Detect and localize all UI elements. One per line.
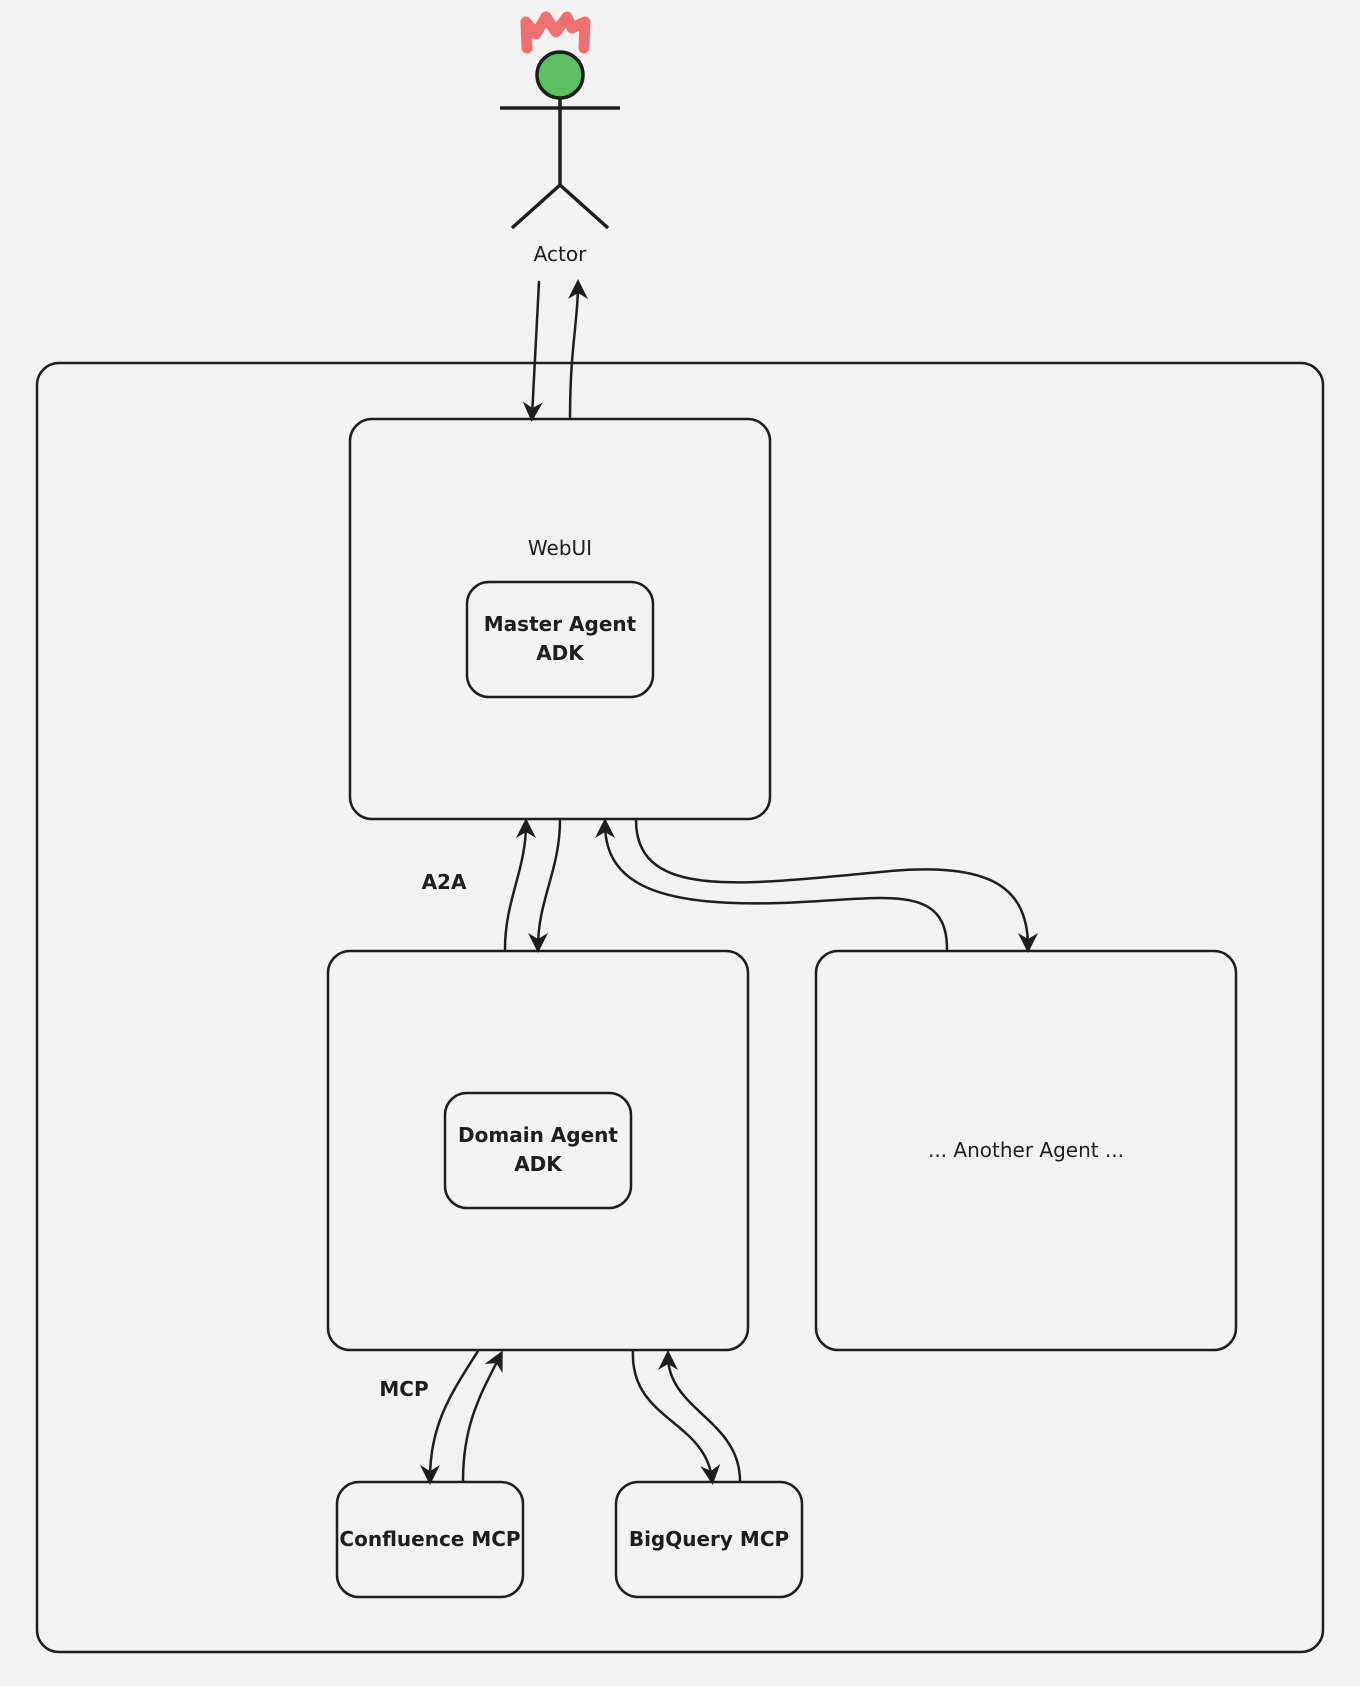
domain-agent-name: Domain Agent [458,1123,618,1147]
actor-right-leg [558,183,610,230]
another-agent-label: ... Another Agent ... [927,1138,1125,1162]
system-boundary [35,361,1325,1654]
actor-label: Actor [533,242,587,266]
a2a-label: A2A [421,870,467,894]
domain-agent-framework: ADK [514,1152,562,1176]
actor-head-icon [535,50,585,100]
master-agent-framework: ADK [536,641,584,665]
arrow-bigquery-to-domain [658,1350,742,1483]
arrow-domain-to-webui [503,818,536,951]
arrow-actor-to-webui [522,280,543,422]
webui-label: WebUI [527,536,593,560]
actor-figure[interactable] [500,11,620,230]
arrow-another-to-webui [595,818,949,951]
mcp-label: MCP [379,1377,429,1401]
bigquery-mcp-label: BigQuery MCP [628,1527,790,1551]
actor-crown-icon [520,11,591,54]
arrow-domain-to-confluence [420,1349,480,1485]
arrow-webui-to-actor [567,279,588,419]
arrow-webui-to-another [634,818,1038,953]
domain-agent-label: Domain Agent ADK [445,1121,631,1179]
master-agent-name: Master Agent [483,612,637,636]
master-agent-label: Master Agent ADK [467,610,653,668]
confluence-mcp-label: Confluence MCP [339,1527,521,1551]
arrow-confluence-to-domain [461,1350,503,1483]
domain-agent-box[interactable] [443,1091,633,1210]
master-agent-box[interactable] [465,580,655,699]
connectors [420,279,1038,1485]
actor-left-leg [510,183,562,230]
arrow-webui-to-domain [528,818,562,953]
arrow-domain-to-bigquery [631,1349,721,1485]
